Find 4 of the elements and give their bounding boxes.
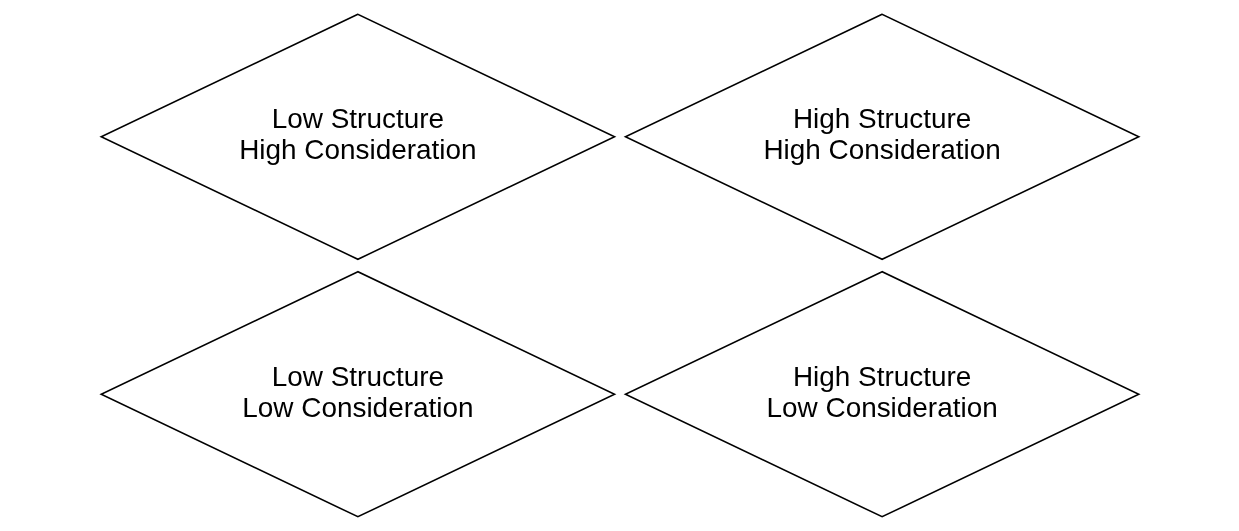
- node-diamond: High Structure Low Consideration: [623, 270, 1141, 518]
- node-diamond: Low Structure Low Consideration: [98, 270, 616, 518]
- node-diamond: Low Structure High Consideration: [98, 13, 616, 261]
- node-diamond: High Structure High Consideration: [623, 13, 1141, 261]
